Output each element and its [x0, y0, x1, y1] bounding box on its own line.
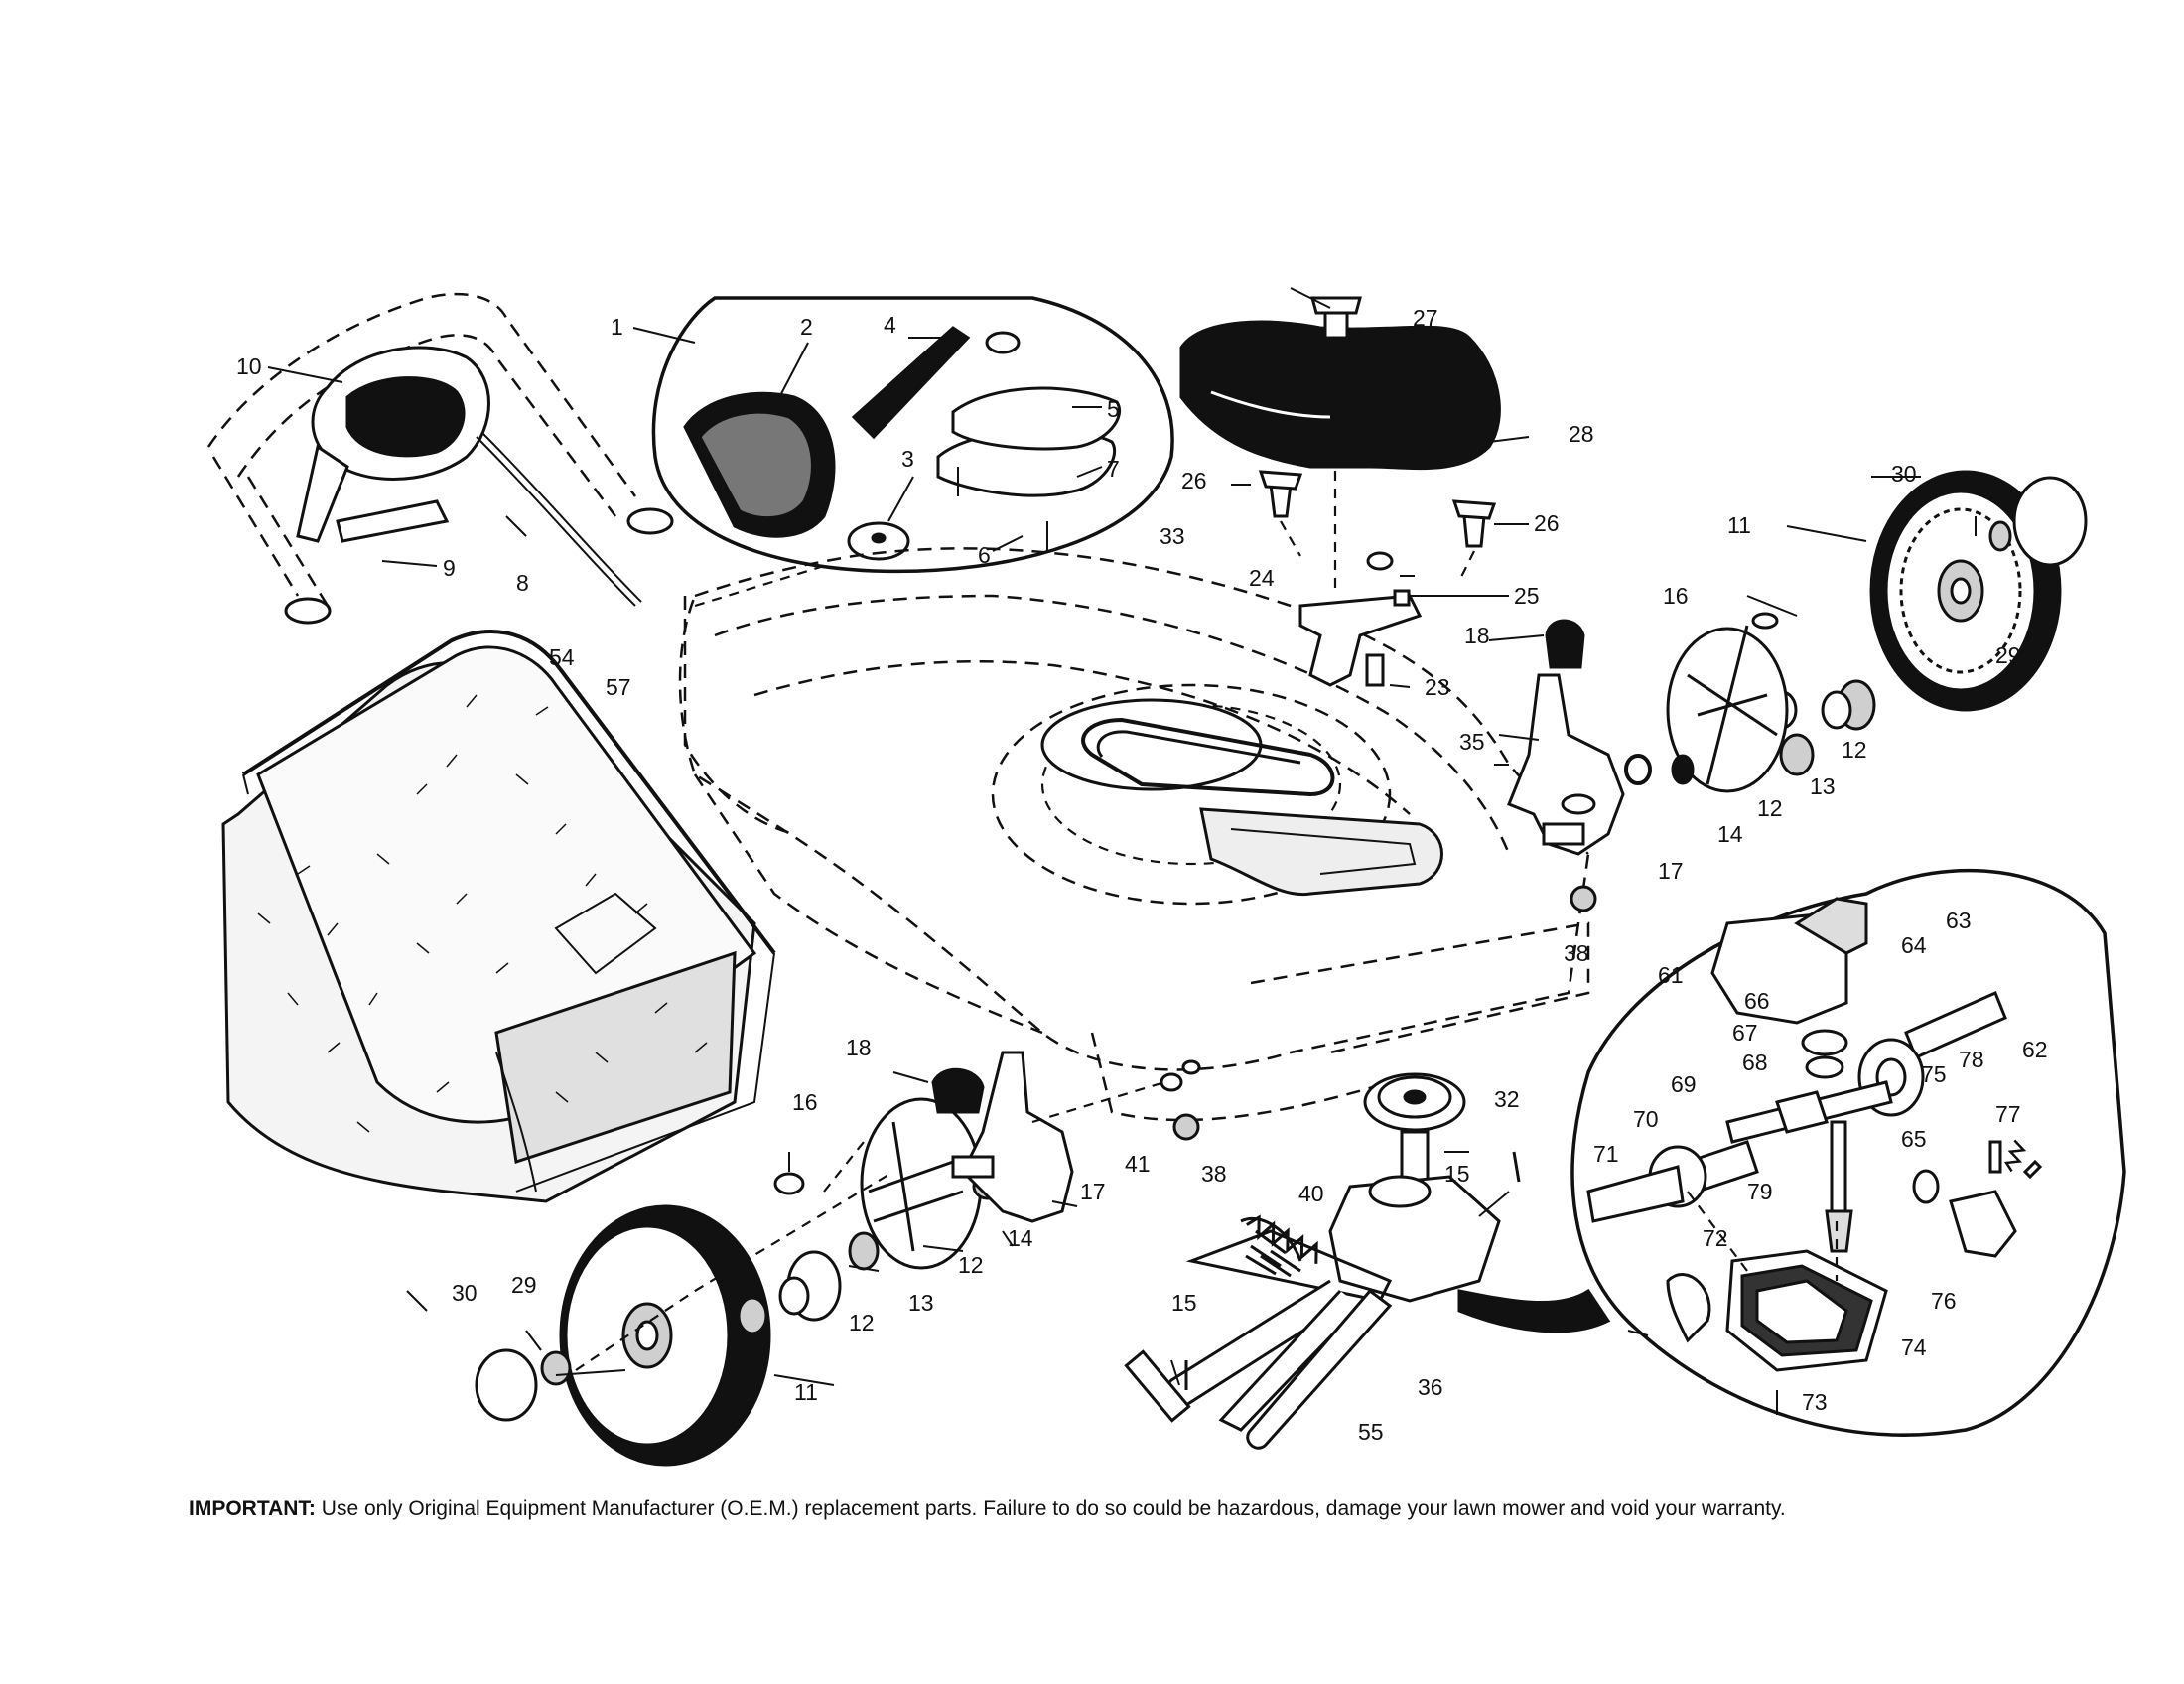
callout-23: 23	[1425, 674, 1450, 700]
control-shroud	[1179, 296, 1501, 471]
notice-label: IMPORTANT:	[189, 1497, 316, 1520]
callout-26-right: 26	[1534, 510, 1560, 536]
bail-inset	[651, 296, 1174, 574]
callout-2: 2	[800, 314, 813, 340]
drive-belt	[1081, 717, 1443, 897]
handle-assembly	[206, 292, 674, 625]
callout-74: 74	[1901, 1334, 1927, 1360]
notice-text: Use only Original Equipment Manufacturer…	[321, 1497, 1786, 1520]
callout-4: 4	[884, 312, 896, 338]
callout-40: 40	[1298, 1181, 1324, 1206]
callout-62: 62	[2022, 1037, 2048, 1062]
callout-15-b: 15	[1171, 1290, 1197, 1316]
callout-38-right: 38	[1564, 940, 1589, 966]
mower-deck	[678, 547, 1590, 1122]
callout-66: 66	[1744, 988, 1770, 1014]
callout-32: 32	[1494, 1086, 1520, 1112]
callout-10: 10	[236, 353, 262, 379]
callout-36: 36	[1418, 1374, 1443, 1400]
callout-12-b: 12	[1757, 795, 1783, 821]
callout-69: 69	[1671, 1071, 1697, 1097]
callout-12-a: 12	[1842, 737, 1867, 763]
callout-28: 28	[1569, 421, 1594, 447]
callout-7: 7	[1107, 456, 1120, 482]
oem-notice: IMPORTANT: Use only Original Equipment M…	[189, 1497, 2055, 1521]
bracket-group	[1258, 417, 1497, 687]
callout-33: 33	[1160, 523, 1185, 549]
callout-14-left: 14	[1008, 1225, 1033, 1251]
callout-3: 3	[901, 446, 914, 472]
callout-14-right: 14	[1717, 821, 1743, 847]
callout-13-right: 13	[1810, 773, 1836, 799]
callout-73: 73	[1802, 1389, 1828, 1415]
callout-61: 61	[1658, 962, 1684, 988]
springs	[1246, 1139, 2027, 1264]
callout-5: 5	[1107, 396, 1120, 422]
callout-17-left: 17	[1080, 1179, 1106, 1204]
callout-29-right: 29	[1995, 642, 2021, 668]
callout-67: 67	[1732, 1020, 1758, 1046]
callouts: 1 2 3 4 5 6 7 8 9 10 11 11 12 12 12 12 1…	[236, 305, 2048, 1445]
callout-65: 65	[1901, 1126, 1927, 1152]
callout-38-left: 38	[1201, 1161, 1227, 1187]
callout-8: 8	[516, 570, 529, 596]
callout-13-left: 13	[908, 1290, 934, 1316]
callout-11-right: 11	[1727, 512, 1751, 538]
callout-41: 41	[1125, 1151, 1151, 1177]
right-rear-wheel	[1624, 470, 2088, 793]
callout-1: 1	[611, 314, 623, 340]
callout-30-right: 30	[1891, 461, 1917, 487]
grass-bag	[221, 630, 776, 1203]
callout-16-right: 16	[1663, 583, 1689, 609]
callout-26-left: 26	[1181, 468, 1207, 493]
callout-76: 76	[1931, 1288, 1957, 1314]
transmission-group	[1124, 1072, 1510, 1450]
callout-71: 71	[1593, 1141, 1619, 1167]
callout-35: 35	[1459, 729, 1485, 755]
callout-12-d: 12	[849, 1310, 875, 1335]
callout-68: 68	[1742, 1050, 1768, 1075]
callout-70: 70	[1633, 1106, 1659, 1132]
callout-17-right: 17	[1658, 858, 1684, 884]
callout-54: 54	[549, 644, 575, 670]
misc-fasteners	[1172, 885, 1597, 1390]
callout-30-left: 30	[452, 1280, 478, 1306]
callout-16-left: 16	[792, 1089, 818, 1115]
callout-75: 75	[1921, 1061, 1947, 1087]
callout-78: 78	[1959, 1047, 1984, 1072]
callout-72: 72	[1703, 1225, 1728, 1251]
callout-9: 9	[443, 555, 456, 581]
height-adjuster-right	[1507, 619, 1625, 856]
transmission-inset	[1457, 868, 2126, 1437]
callout-77: 77	[1995, 1101, 2021, 1127]
leader-lines	[267, 287, 1977, 1396]
callout-29-left: 29	[511, 1272, 537, 1298]
callout-57: 57	[606, 674, 631, 700]
callout-15-a: 15	[1444, 1161, 1470, 1187]
callout-18-right: 18	[1464, 623, 1490, 648]
callout-27: 27	[1413, 305, 1438, 331]
callout-24: 24	[1249, 565, 1275, 591]
callout-79: 79	[1747, 1179, 1773, 1204]
left-front-wheel	[475, 1051, 1201, 1467]
callout-63: 63	[1946, 908, 1972, 933]
callout-64: 64	[1901, 932, 1927, 958]
callout-6: 6	[978, 542, 991, 568]
callout-11-left: 11	[794, 1379, 818, 1405]
callout-55: 55	[1358, 1419, 1384, 1445]
callout-25: 25	[1514, 583, 1540, 609]
callout-12-c: 12	[958, 1252, 984, 1278]
callout-18-left: 18	[846, 1035, 872, 1060]
